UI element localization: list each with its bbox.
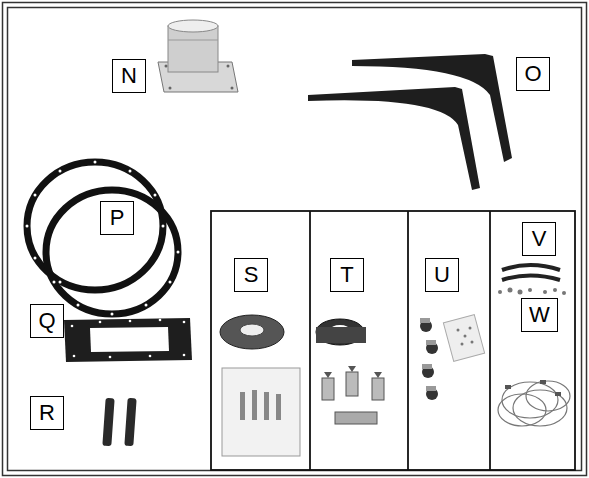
part-letter-box: O — [516, 57, 550, 91]
part-letter-box: R — [30, 396, 64, 430]
part-letter-box: S — [234, 258, 268, 292]
casters-and-screws — [420, 315, 485, 400]
part-letter: V — [532, 228, 547, 250]
part-letter: R — [39, 402, 55, 424]
part-letter: U — [434, 264, 450, 286]
curved-strips — [498, 265, 566, 295]
ring-gaskets — [26, 161, 180, 316]
wire-clamps — [498, 380, 570, 426]
frame-gasket — [64, 318, 192, 362]
part-letter-box: U — [425, 258, 459, 292]
part-letter-box: Q — [30, 304, 64, 338]
part-letter: O — [524, 63, 541, 85]
foam-and-latches — [316, 319, 384, 424]
duct-collar — [158, 20, 238, 92]
kit-panel — [211, 211, 575, 470]
tape-and-bag — [220, 315, 300, 456]
part-letter: P — [110, 207, 125, 229]
part-letter: T — [340, 264, 353, 286]
part-letter-box: N — [112, 59, 146, 93]
part-letter: N — [121, 65, 137, 87]
part-letter-box: W — [521, 298, 558, 332]
part-letter-box: P — [100, 201, 134, 235]
part-letter-box: T — [330, 258, 364, 292]
part-letter: S — [244, 264, 259, 286]
part-letter-box: V — [522, 222, 556, 256]
strips — [102, 398, 136, 447]
wall-brackets — [308, 54, 512, 190]
part-letter: W — [529, 304, 550, 326]
part-letter: Q — [38, 310, 55, 332]
